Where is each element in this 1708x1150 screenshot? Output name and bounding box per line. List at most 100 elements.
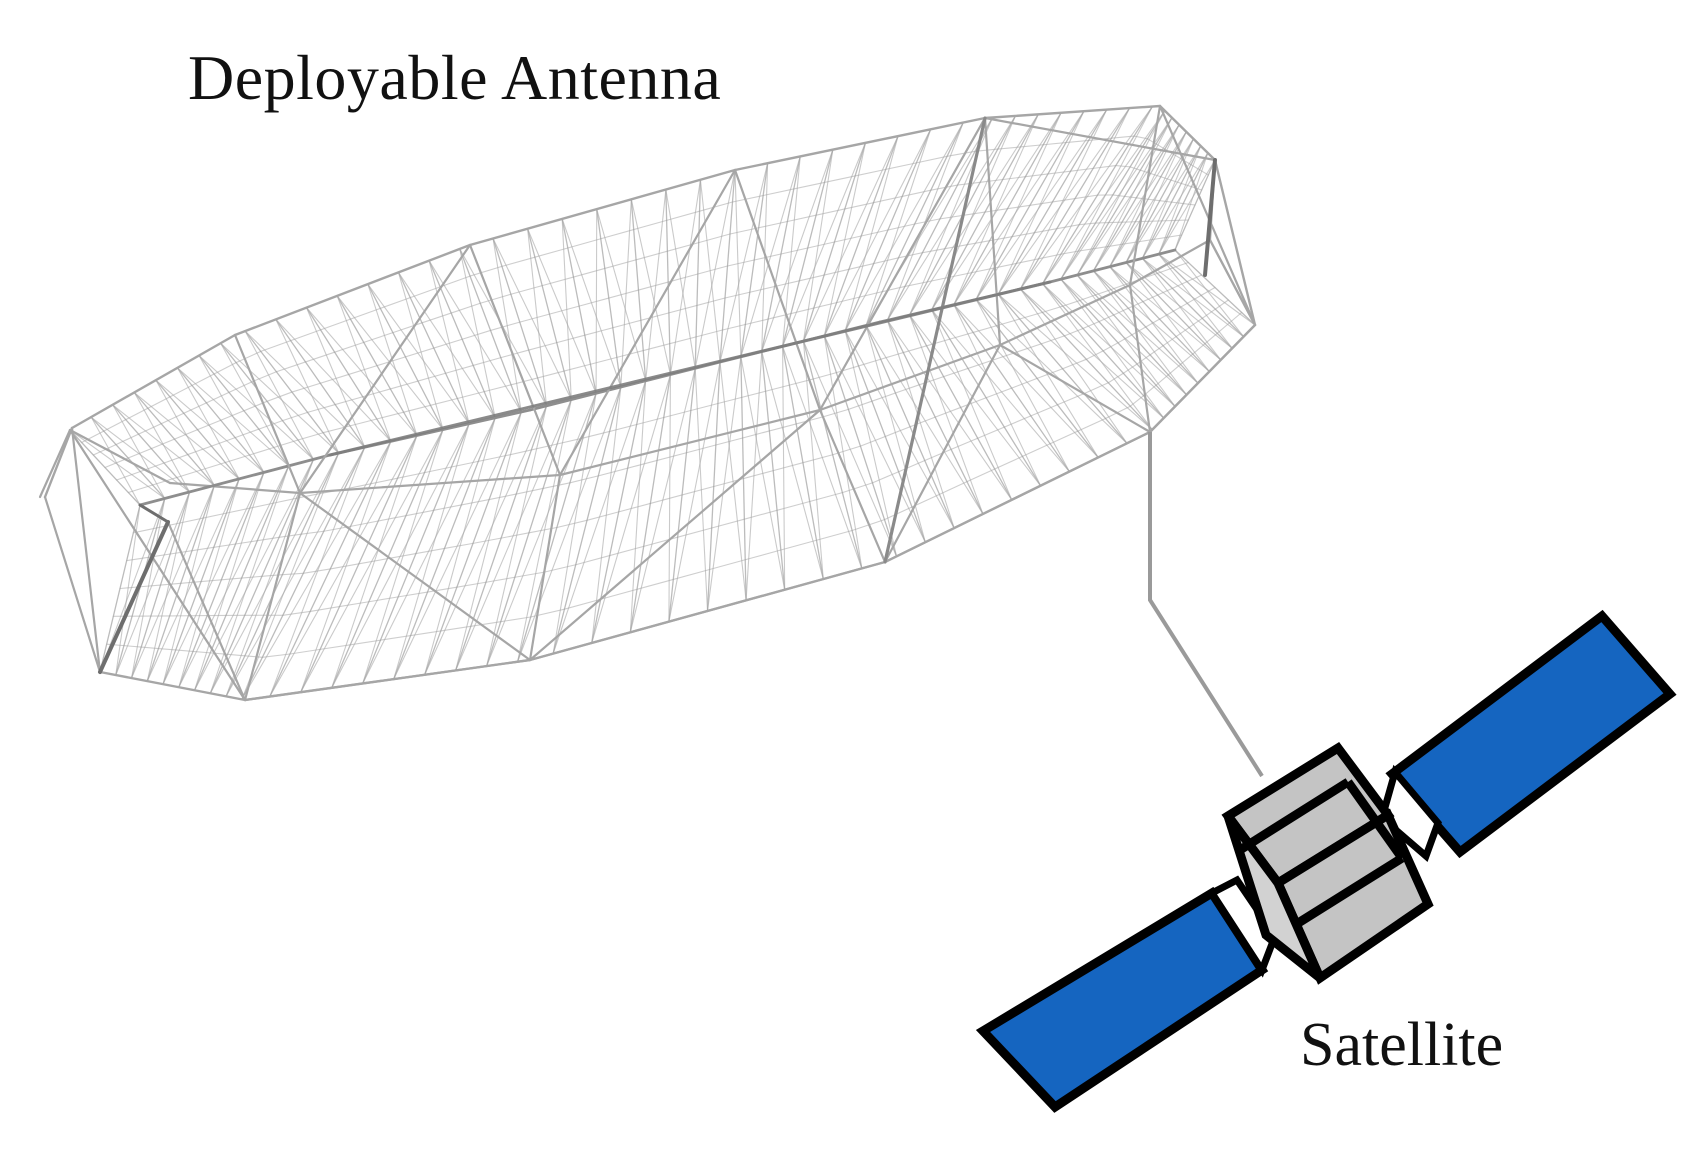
truss-member (256, 536, 280, 542)
truss-member (898, 460, 926, 473)
truss-member (1042, 283, 1176, 407)
truss-member (902, 345, 928, 354)
truss-member (349, 307, 381, 320)
truss-member (1192, 343, 1206, 355)
truss-member (1110, 283, 1127, 291)
truss-member (510, 285, 543, 295)
truss-member (213, 362, 237, 375)
truss-member (604, 259, 637, 269)
truss-member (709, 559, 746, 571)
truss-member (1136, 354, 1151, 365)
truss-member (334, 396, 364, 406)
satellite-bus (1221, 742, 1434, 985)
truss-member (460, 499, 490, 506)
truss-member (1175, 326, 1190, 338)
truss-member (179, 517, 204, 524)
truss-member (304, 351, 336, 363)
truss-member (995, 318, 1021, 327)
truss-member (1110, 135, 1135, 139)
truss-member (155, 379, 215, 486)
truss-member (235, 350, 262, 364)
truss-member (376, 411, 405, 420)
truss-member (772, 462, 804, 472)
truss-member (278, 533, 302, 538)
truss-member (403, 404, 432, 413)
truss-member (556, 519, 588, 529)
truss-member (459, 248, 496, 419)
truss-member (423, 466, 452, 474)
truss-member (1158, 145, 1202, 255)
satellite (975, 609, 1677, 1113)
truss-member (112, 404, 166, 500)
truss-member (501, 256, 536, 267)
truss-member (731, 194, 764, 203)
truss-member (1172, 261, 1189, 269)
truss-member (1208, 238, 1257, 327)
truss-member (938, 481, 968, 495)
truss-member (1125, 145, 1202, 264)
truss-member (640, 312, 670, 321)
truss-member (742, 430, 770, 439)
truss-member (1141, 257, 1222, 361)
truss-member (1129, 166, 1141, 171)
truss-member (298, 473, 562, 495)
truss-dark-members (98, 116, 1217, 674)
truss-member (298, 243, 472, 495)
truss-member (931, 309, 1070, 473)
truss-member (953, 304, 1099, 458)
satellite-label: Satellite (1300, 1011, 1504, 1079)
truss-member (926, 276, 951, 283)
truss-member (1141, 138, 1195, 259)
truss-member (1062, 299, 1081, 307)
truss-member (975, 298, 1070, 473)
truss-member (1214, 299, 1229, 310)
truss-member (1109, 266, 1199, 384)
truss-member (343, 483, 372, 490)
truss-member (1019, 144, 1044, 148)
truss-member (106, 643, 125, 647)
truss-member (578, 297, 610, 307)
truss-member (1048, 248, 1177, 284)
truss-member (844, 330, 898, 557)
truss-member (244, 330, 315, 460)
truss-member (162, 471, 265, 685)
truss-member (1121, 241, 1138, 245)
truss-member (649, 494, 683, 504)
truss-member (753, 253, 782, 261)
truss-member (1162, 336, 1177, 347)
truss-member (911, 493, 941, 508)
truss-member (924, 448, 952, 462)
truss-member (233, 243, 472, 337)
truss-member (786, 214, 817, 223)
truss-member (948, 272, 973, 278)
truss-member (147, 396, 171, 409)
truss-member (543, 564, 577, 573)
truss-member (233, 333, 302, 495)
truss-member (1203, 158, 1217, 277)
truss-member (213, 543, 237, 548)
truss-member (943, 367, 969, 378)
truss-member (1158, 104, 1257, 327)
truss-member (428, 260, 470, 425)
truss-member (291, 382, 321, 393)
truss-member (729, 227, 760, 235)
truss-member (1011, 232, 1035, 238)
truss-member (997, 293, 1153, 431)
truss-member (1159, 200, 1173, 203)
truss-member (38, 428, 72, 499)
truss-member (98, 520, 170, 674)
truss-member (455, 411, 522, 671)
truss-member (699, 201, 734, 212)
truss-member (633, 219, 668, 231)
truss-member (456, 391, 485, 400)
truss-member (138, 423, 162, 435)
truss-member (635, 250, 668, 261)
truss-member (1060, 278, 1165, 419)
truss-member (883, 506, 913, 521)
truss-member (1078, 222, 1097, 226)
truss-member (261, 653, 291, 658)
truss-member (1042, 283, 1153, 431)
truss-member (456, 581, 487, 588)
truss-member (765, 384, 790, 392)
truss-member (884, 426, 911, 438)
